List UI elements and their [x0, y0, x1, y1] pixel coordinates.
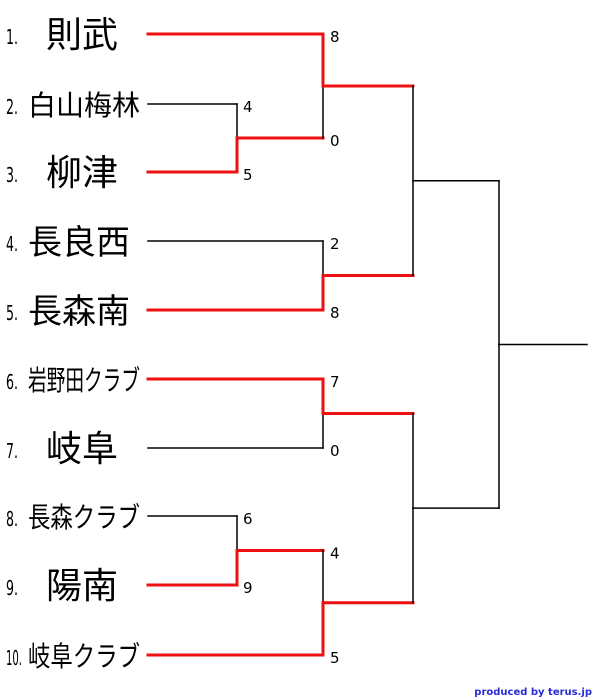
r2c-bottom-score: 0 [330, 442, 340, 460]
team-7-name: 岐阜 [46, 429, 118, 470]
bracket-lines [146, 32, 588, 657]
team-7: 7. 岐阜 [6, 429, 118, 470]
team-1-name: 則武 [46, 15, 118, 56]
r2a-top-score: 8 [330, 28, 340, 46]
team-10-name: 岐阜クラブ [28, 640, 140, 673]
r2a-bottom-score: 0 [330, 132, 340, 150]
team-3-name: 柳津 [46, 153, 118, 194]
r2c-top-score: 7 [330, 373, 340, 391]
team-5-seed: 5. [6, 301, 18, 325]
r2d-top-score: 4 [330, 545, 340, 563]
match-scores: 4 5 6 9 8 0 2 8 7 0 4 5 [243, 28, 340, 667]
team-9: 9. 陽南 [6, 566, 118, 607]
team-3: 3. 柳津 [6, 153, 118, 194]
team-6-name: 岩野田クラブ [28, 364, 140, 397]
team-4-name: 長良西 [28, 223, 130, 263]
r2b-bottom-score: 8 [330, 304, 340, 322]
team-4-seed: 4. [6, 232, 18, 256]
team-labels: 1. 則武 2. 白山梅林 3. 柳津 4. 長良西 5. 長森南 6. 岩野田クラブ 7. 岐阜 8. 長森… [6, 15, 140, 673]
team-9-name: 陽南 [46, 566, 118, 607]
team-2-name: 白山梅林 [28, 89, 140, 122]
team-5: 5. 長森南 [6, 292, 130, 332]
team-6: 6. 岩野田クラブ [6, 364, 140, 397]
r1b-bottom-score: 9 [243, 579, 253, 597]
team-4: 4. 長良西 [6, 223, 130, 263]
team-7-seed: 7. [6, 439, 18, 463]
team-8: 8. 長森クラブ [6, 501, 140, 534]
r2d-bottom-score: 5 [330, 649, 340, 667]
team-2-seed: 2. [6, 95, 18, 119]
r1b-top-score: 6 [243, 510, 253, 528]
r2b-top-score: 2 [330, 235, 340, 253]
team-1-seed: 1. [6, 25, 18, 49]
team-10-seed: 10. [6, 646, 22, 670]
credit-text: produced by terus.jp [474, 687, 592, 698]
r1a-bottom-score: 5 [243, 166, 253, 184]
team-1: 1. 則武 [6, 15, 118, 56]
team-10: 10. 岐阜クラブ [6, 640, 140, 673]
team-6-seed: 6. [6, 370, 18, 394]
r1a-top-score: 4 [243, 98, 253, 116]
team-8-seed: 8. [6, 507, 18, 531]
team-5-name: 長森南 [28, 292, 130, 332]
team-9-seed: 9. [6, 576, 18, 600]
team-8-name: 長森クラブ [28, 501, 140, 534]
team-2: 2. 白山梅林 [6, 89, 140, 122]
team-3-seed: 3. [6, 163, 18, 187]
